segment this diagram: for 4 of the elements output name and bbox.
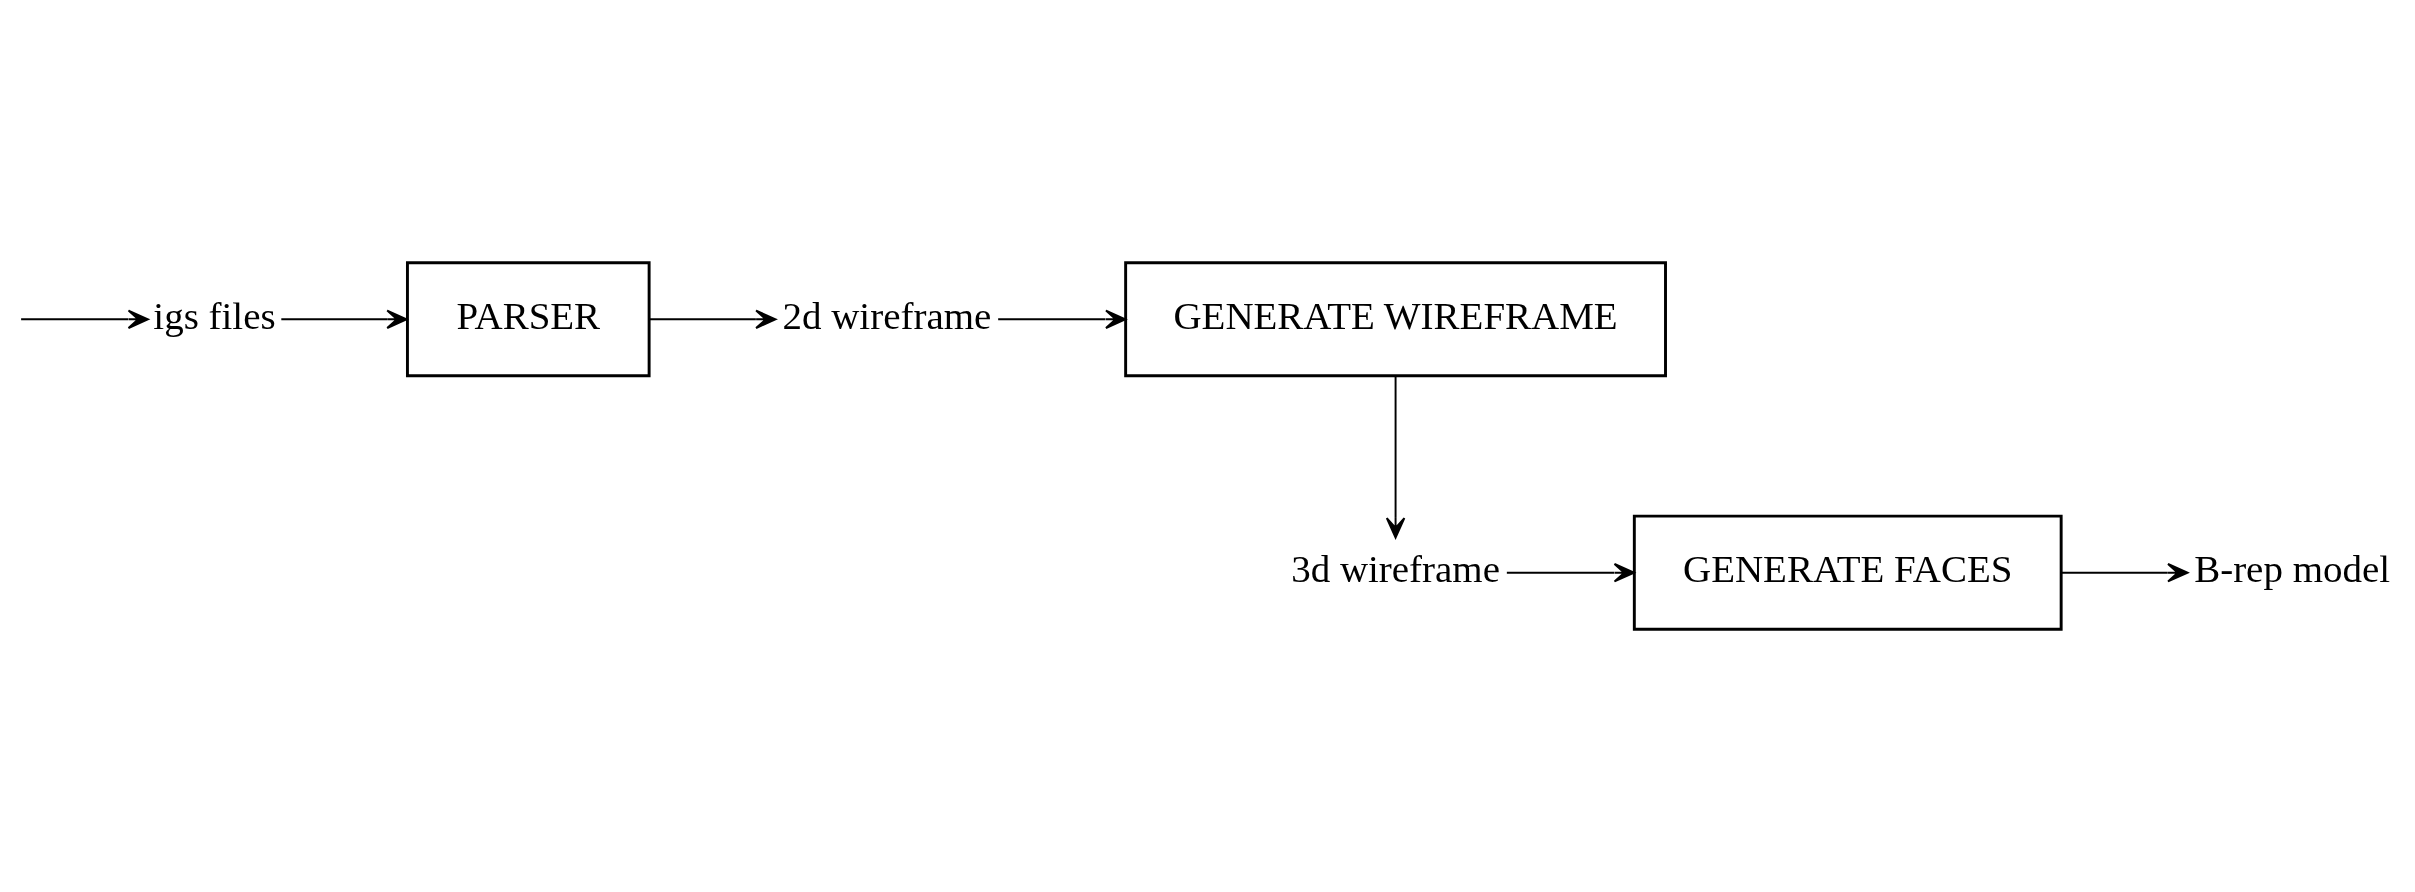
node-text: 2d wireframe [782,294,992,338]
node-text: 3d wireframe [1291,547,1500,591]
node-text: B-rep model [2194,547,2391,591]
node-text: igs files [153,294,276,338]
